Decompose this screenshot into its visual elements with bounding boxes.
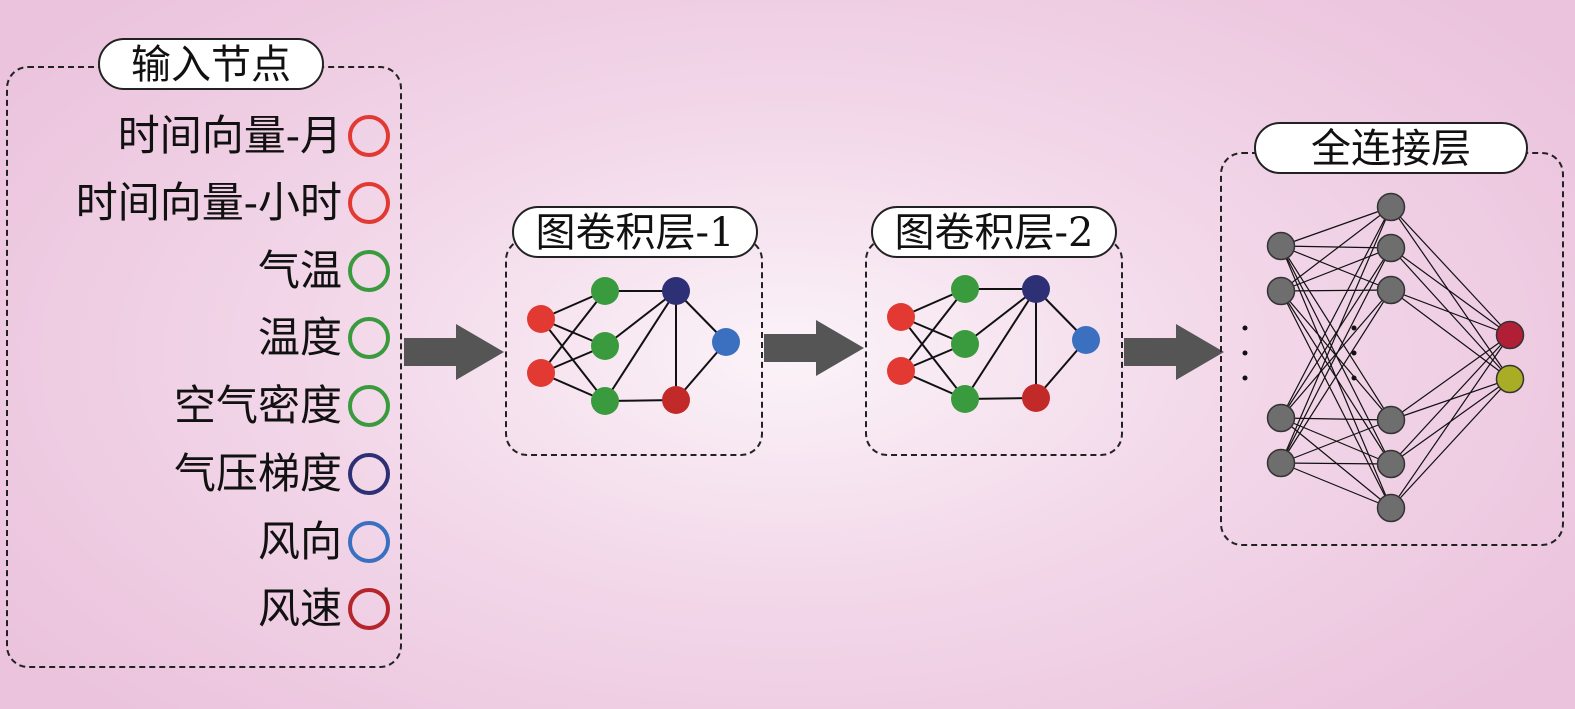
input-node-month: 时间向量-月 xyxy=(12,108,390,164)
fc-layer-edges xyxy=(1280,206,1511,509)
fc-input-ellipsis-icon xyxy=(1242,325,1248,381)
node-ring-month xyxy=(348,115,390,157)
gcn-node-green-1 xyxy=(591,277,619,305)
gcn-node-red-1 xyxy=(527,305,555,333)
input-label-wind-speed: 风速 xyxy=(257,584,342,633)
gcn-layer-1-title: 图卷积层-1 xyxy=(512,206,758,258)
gcn-node-blue xyxy=(712,328,740,356)
fc-output-node-red xyxy=(1495,320,1525,350)
input-label-pressure-gradient: 气压梯度 xyxy=(173,449,342,498)
node-ring-pressure-gradient xyxy=(348,453,390,495)
input-node-pressure-gradient: 气压梯度 xyxy=(12,446,390,502)
node-ring-wind-speed xyxy=(348,588,390,630)
gcn2-node-red-1 xyxy=(887,303,915,331)
fc-hidden-ellipsis-icon xyxy=(1351,325,1357,381)
input-node-air-density: 空气密度 xyxy=(12,378,390,434)
fc-layer-title: 全连接层 xyxy=(1254,122,1528,174)
input-label-temperature: 温度 xyxy=(257,313,342,362)
gcn-node-red-2 xyxy=(527,359,555,387)
node-ring-air-density xyxy=(348,385,390,427)
arrow-2-icon xyxy=(764,320,864,376)
input-label-hour: 时间向量-小时 xyxy=(75,178,342,227)
gcn-layer-2-title: 图卷积层-2 xyxy=(871,206,1117,258)
fc-hidden-node-2 xyxy=(1376,233,1406,263)
input-label-wind-direction: 风向 xyxy=(257,517,342,566)
input-node-air-temperature: 气温 xyxy=(12,243,390,299)
gcn2-node-red-2 xyxy=(887,357,915,385)
node-ring-wind-direction xyxy=(348,521,390,563)
fc-output-node-olive xyxy=(1495,364,1525,394)
input-node-wind-speed: 风速 xyxy=(12,581,390,637)
gcn-layer-1-graph xyxy=(527,277,740,415)
fc-hidden-node-3 xyxy=(1376,275,1406,305)
input-node-temperature: 温度 xyxy=(12,310,390,366)
gcn-node-navy xyxy=(662,277,690,305)
gcn2-node-green-2 xyxy=(951,330,979,358)
gcn-layer-2-graph xyxy=(887,275,1100,413)
fc-hidden-node-5 xyxy=(1376,449,1406,479)
fc-input-node-2 xyxy=(1266,276,1296,306)
node-ring-air-temperature xyxy=(348,250,390,292)
input-label-air-temperature: 气温 xyxy=(257,246,342,295)
gcn-node-green-2 xyxy=(591,332,619,360)
input-label-month: 时间向量-月 xyxy=(117,111,342,160)
node-ring-temperature xyxy=(348,317,390,359)
input-node-hour: 时间向量-小时 xyxy=(12,175,390,231)
fc-input-node-4 xyxy=(1266,448,1296,478)
fc-input-node-3 xyxy=(1266,403,1296,433)
arrow-3-icon xyxy=(1124,324,1224,380)
fc-hidden-node-6 xyxy=(1376,493,1406,523)
fc-input-node-1 xyxy=(1266,231,1296,261)
input-label-air-density: 空气密度 xyxy=(173,381,342,430)
fc-hidden-node-4 xyxy=(1376,405,1406,435)
gcn2-node-green-3 xyxy=(951,385,979,413)
gcn2-node-dark-red xyxy=(1022,384,1050,412)
node-ring-hour xyxy=(348,182,390,224)
gcn2-node-navy xyxy=(1022,275,1050,303)
input-nodes-title: 输入节点 xyxy=(98,38,324,90)
arrow-1-icon xyxy=(404,324,504,380)
gcn2-node-green-1 xyxy=(951,275,979,303)
input-node-wind-direction: 风向 xyxy=(12,514,390,570)
gcn-node-dark-red xyxy=(662,386,690,414)
gcn2-node-blue xyxy=(1072,326,1100,354)
fc-hidden-node-1 xyxy=(1376,192,1406,222)
gcn-node-green-3 xyxy=(591,387,619,415)
